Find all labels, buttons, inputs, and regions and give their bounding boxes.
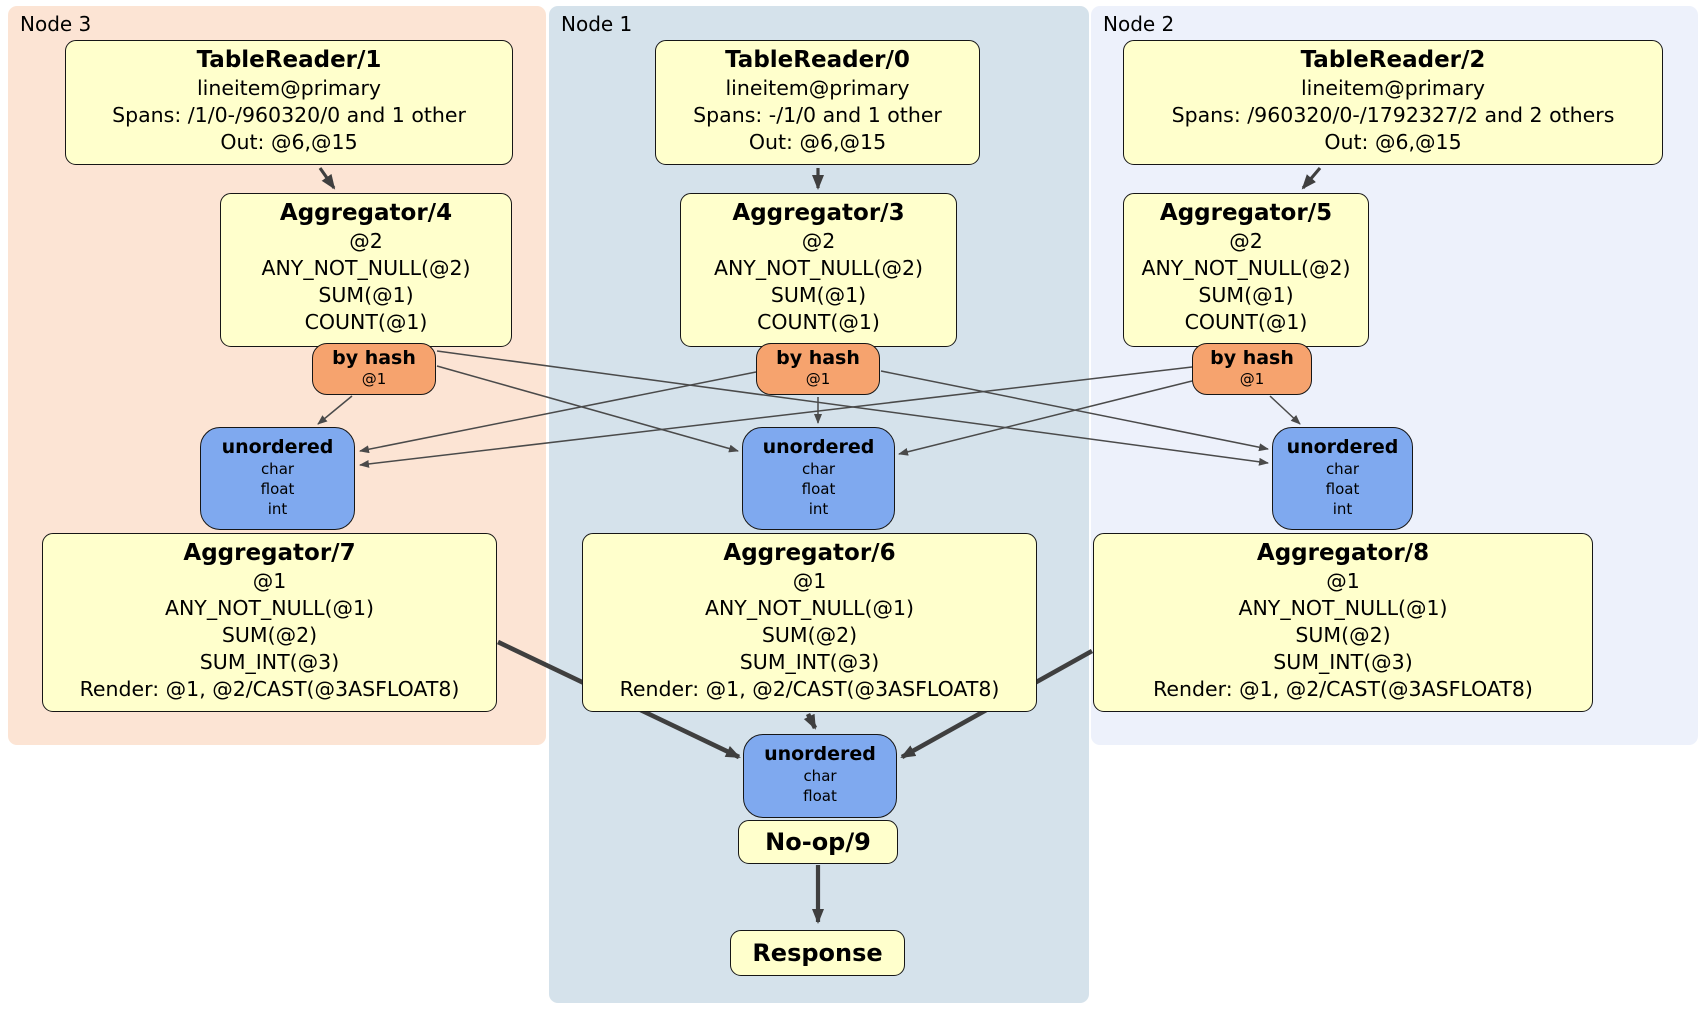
aggregator-3-box: Aggregator/3 @2 ANY_NOT_NULL(@2) SUM(@1)… [680, 193, 957, 347]
aggregator-3-title: Aggregator/3 [732, 200, 905, 226]
box-line: lineitem@primary [196, 76, 382, 100]
aggregator-6-title: Aggregator/6 [723, 540, 896, 566]
box-line: @1 [805, 370, 831, 388]
box-line: SUM(@2) [1295, 623, 1391, 647]
box-line: Render: @1, @2/CAST(@3ASFLOAT8) [1153, 677, 1533, 701]
box-line: Render: @1, @2/CAST(@3ASFLOAT8) [79, 677, 460, 701]
noop-9-title: No-op/9 [765, 827, 871, 856]
byhash-router-node3: by hash @1 [312, 343, 436, 395]
byhash-router-title: by hash [1210, 347, 1294, 369]
byhash-router-node1: by hash @1 [756, 343, 880, 395]
box-line: char [803, 767, 837, 785]
box-line: lineitem@primary [1300, 76, 1486, 100]
unordered-sync-final: unordered char float [743, 734, 897, 818]
box-line: SUM(@1) [1198, 283, 1294, 307]
box-line: Out: @6,@15 [220, 130, 358, 154]
unordered-sync-title: unordered [764, 743, 876, 765]
box-line: @1 [792, 569, 827, 593]
box-line: ANY_NOT_NULL(@2) [713, 256, 924, 280]
box-line: @2 [349, 229, 383, 253]
unordered-sync-node3: unordered char float int [200, 427, 355, 530]
box-line: Out: @6,@15 [748, 130, 887, 154]
box-line: SUM(@1) [770, 283, 867, 307]
box-line: SUM(@2) [221, 623, 318, 647]
box-line: SUM(@2) [761, 623, 858, 647]
unordered-sync-node1: unordered char float int [742, 427, 895, 530]
aggregator-5-box: Aggregator/5 @2 ANY_NOT_NULL(@2) SUM(@1)… [1123, 193, 1369, 347]
tablereader-0-box: TableReader/0 lineitem@primary Spans: -/… [655, 40, 980, 165]
box-line: SUM_INT(@3) [739, 650, 880, 674]
box-line: int [1332, 500, 1353, 518]
tablereader-2-box: TableReader/2 lineitem@primary Spans: /9… [1123, 40, 1663, 165]
aggregator-8-title: Aggregator/8 [1256, 540, 1430, 566]
byhash-router-node2: by hash @1 [1192, 343, 1312, 395]
box-line: @1 [361, 370, 387, 388]
box-line: COUNT(@1) [757, 310, 880, 334]
unordered-sync-title: unordered [1286, 436, 1399, 458]
box-line: Out: @6,@15 [1324, 130, 1462, 154]
noop-9-box: No-op/9 [738, 820, 898, 864]
aggregator-5-title: Aggregator/5 [1159, 200, 1333, 226]
box-line: ANY_NOT_NULL(@2) [261, 256, 471, 280]
node1-label: Node 1 [561, 12, 633, 36]
byhash-router-title: by hash [776, 347, 860, 369]
box-line: @2 [1229, 229, 1263, 253]
response-box: Response [730, 930, 905, 976]
box-line: ANY_NOT_NULL(@2) [1141, 256, 1351, 280]
unordered-sync-title: unordered [221, 436, 334, 458]
box-line: @1 [252, 569, 287, 593]
tablereader-2-title: TableReader/2 [1300, 47, 1486, 73]
byhash-router-title: by hash [332, 347, 416, 369]
box-line: char [1325, 460, 1360, 478]
box-line: int [267, 500, 288, 518]
box-line: Spans: -/1/0 and 1 other [693, 103, 942, 127]
box-line: char [801, 460, 836, 478]
tablereader-0-title: TableReader/0 [725, 47, 910, 73]
box-line: ANY_NOT_NULL(@1) [1238, 596, 1448, 620]
response-title: Response [752, 938, 883, 967]
box-line: COUNT(@1) [1184, 310, 1308, 334]
aggregator-6-box: Aggregator/6 @1 ANY_NOT_NULL(@1) SUM(@2)… [582, 533, 1037, 712]
box-line: lineitem@primary [725, 76, 910, 100]
aggregator-4-box: Aggregator/4 @2 ANY_NOT_NULL(@2) SUM(@1)… [220, 193, 512, 347]
box-line: COUNT(@1) [304, 310, 428, 334]
aggregator-7-title: Aggregator/7 [183, 540, 356, 566]
box-line: Render: @1, @2/CAST(@3ASFLOAT8) [619, 677, 1000, 701]
node3-label: Node 3 [20, 12, 92, 36]
box-line: Spans: /1/0-/960320/0 and 1 other [112, 103, 466, 127]
box-line: float [801, 480, 836, 498]
tablereader-1-title: TableReader/1 [196, 47, 382, 73]
box-line: SUM(@1) [318, 283, 414, 307]
aggregator-4-title: Aggregator/4 [279, 200, 453, 226]
aggregator-8-box: Aggregator/8 @1 ANY_NOT_NULL(@1) SUM(@2)… [1093, 533, 1593, 712]
box-line: Spans: /960320/0-/1792327/2 and 2 others [1171, 103, 1615, 127]
box-line: char [260, 460, 295, 478]
box-line: ANY_NOT_NULL(@1) [704, 596, 915, 620]
aggregator-7-box: Aggregator/7 @1 ANY_NOT_NULL(@1) SUM(@2)… [42, 533, 497, 712]
box-line: @1 [1326, 569, 1360, 593]
box-line: ANY_NOT_NULL(@1) [164, 596, 375, 620]
box-line: @1 [1239, 370, 1265, 388]
unordered-sync-title: unordered [762, 436, 875, 458]
box-line: @2 [801, 229, 836, 253]
node2-label: Node 2 [1103, 12, 1175, 36]
box-line: float [260, 480, 295, 498]
tablereader-1-box: TableReader/1 lineitem@primary Spans: /1… [65, 40, 513, 165]
box-line: SUM_INT(@3) [1273, 650, 1413, 674]
unordered-sync-node2: unordered char float int [1272, 427, 1413, 530]
box-line: float [1325, 480, 1360, 498]
box-line: int [808, 500, 829, 518]
box-line: float [803, 787, 837, 805]
box-line: SUM_INT(@3) [199, 650, 340, 674]
